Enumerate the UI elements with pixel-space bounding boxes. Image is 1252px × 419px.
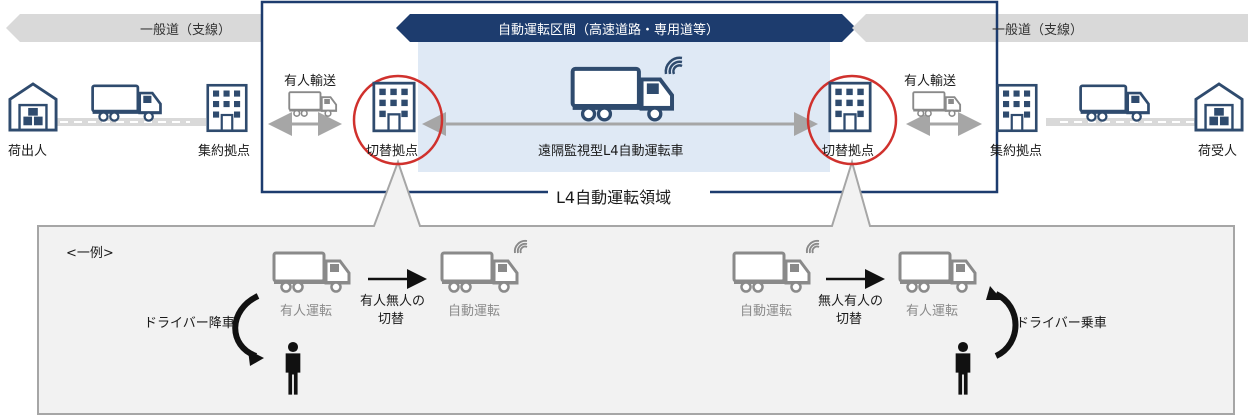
curved-arrow-icon bbox=[226, 294, 266, 364]
manned-transport-right-label: 有人輸送 bbox=[904, 74, 957, 89]
l4-area-label: L4自動運転領域 bbox=[556, 188, 672, 207]
curved-arrow-icon bbox=[986, 284, 1026, 358]
switch-left-line1: 有人無人の bbox=[360, 294, 426, 309]
building-icon bbox=[996, 82, 1038, 134]
warehouse-icon bbox=[1194, 82, 1244, 132]
consolidation-right-label: 集約拠点 bbox=[990, 144, 1043, 159]
auto-driving-left-label: 自動運転 bbox=[448, 304, 501, 319]
truck-icon bbox=[272, 250, 352, 294]
switch-left-line2: 切替 bbox=[378, 312, 405, 327]
general-road-left-label: 一般道（支線） bbox=[140, 23, 232, 38]
truck-icon bbox=[86, 84, 168, 122]
remote-truck-label: 遠隔監視型L4自動運転車 bbox=[538, 144, 684, 159]
truck-icon bbox=[1074, 84, 1156, 122]
switch-base-right-label: 切替拠点 bbox=[822, 144, 875, 159]
driver-exit-label: ドライバー降車 bbox=[144, 316, 235, 331]
example-title: <一例> bbox=[66, 246, 114, 261]
truck-icon bbox=[570, 66, 676, 122]
truck-icon bbox=[732, 250, 812, 294]
general-road-right-label: 一般道（支線） bbox=[992, 23, 1084, 38]
building-icon bbox=[372, 80, 416, 134]
shipper-label: 荷出人 bbox=[8, 144, 48, 159]
truck-icon bbox=[912, 90, 962, 118]
truck-icon bbox=[440, 250, 520, 294]
building-icon bbox=[828, 80, 872, 134]
manned-driving-left-label: 有人運転 bbox=[280, 304, 333, 319]
wifi-signal-icon bbox=[512, 238, 530, 256]
arrow-right-icon bbox=[368, 272, 424, 286]
auto-driving-right-label: 自動運転 bbox=[740, 304, 793, 319]
receiver-label: 荷受人 bbox=[1198, 144, 1238, 159]
wifi-signal-icon bbox=[662, 54, 686, 78]
person-icon bbox=[282, 340, 304, 398]
manned-driving-right-label: 有人運転 bbox=[906, 304, 959, 319]
wifi-signal-icon bbox=[804, 238, 822, 256]
auto-section-label: 自動運転区間（高速道路・専用道等） bbox=[498, 23, 720, 38]
manned-transport-left-label: 有人輸送 bbox=[284, 74, 337, 89]
warehouse-icon bbox=[8, 82, 58, 132]
consolidation-left-label: 集約拠点 bbox=[198, 144, 251, 159]
driver-board-label: ドライバー乗車 bbox=[1016, 316, 1107, 331]
person-icon bbox=[952, 340, 974, 398]
truck-icon bbox=[898, 250, 978, 294]
switch-base-left-label: 切替拠点 bbox=[366, 144, 419, 159]
switch-right-line1: 無人有人の bbox=[818, 294, 884, 309]
arrow-right-icon bbox=[826, 272, 882, 286]
switch-right-line2: 切替 bbox=[836, 312, 863, 327]
building-icon bbox=[206, 82, 248, 134]
truck-icon bbox=[288, 90, 338, 118]
